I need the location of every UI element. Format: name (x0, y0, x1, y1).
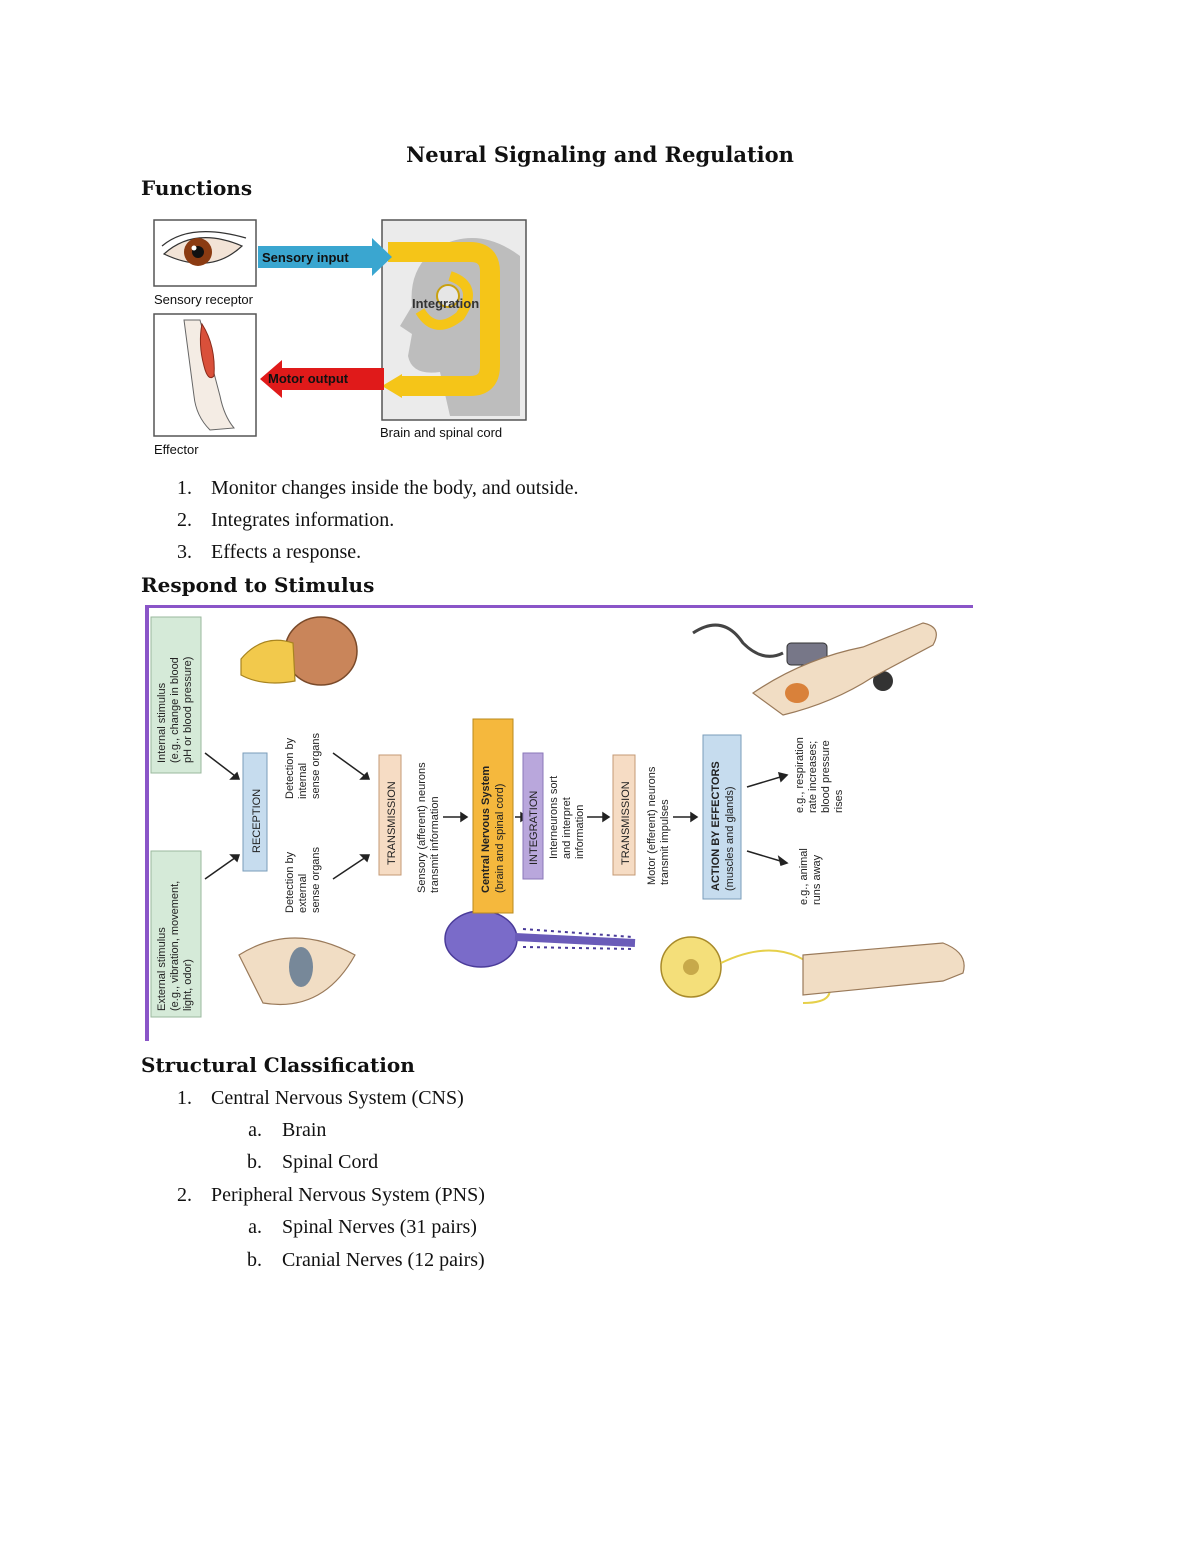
top-frame-line (147, 605, 973, 608)
detection-internal-3: sense organs (310, 732, 322, 799)
motor-output-arrow (260, 360, 384, 398)
example-1-line-4: rises (833, 789, 845, 813)
respond-diagram: Internal stimulus (e.g., change in blood… (143, 603, 975, 1043)
left-frame-line (145, 605, 149, 1041)
structural-subitem-2b: b. Cranial Nerves (12 pairs) (247, 1249, 485, 1271)
external-stimulus-1: External stimulus (156, 927, 168, 1011)
structural-heading: Structural Classification (141, 1053, 415, 1077)
detection-external-3: sense organs (310, 846, 322, 913)
reception-box (242, 752, 268, 872)
functions-diagram: Sensory receptor Effector Integration Se… (153, 219, 527, 457)
transmission-box-2 (612, 754, 636, 876)
cns-label-2: (brain and spinal cord) (494, 784, 506, 893)
transmission-label-1: TRANSMISSION (386, 781, 398, 865)
functions-item-3: 3. Effects a response. (177, 541, 362, 563)
detection-external-2: external (297, 874, 309, 913)
sensory-input-arrow (258, 238, 392, 276)
effector-label: Effector (154, 442, 199, 457)
detection-internal-2: internal (297, 763, 309, 799)
detection-internal-1: Detection by (284, 737, 296, 799)
eye-icon (161, 231, 247, 266)
cns-label-1: Central Nervous System (480, 766, 492, 893)
functions-heading: Functions (141, 176, 253, 200)
structural-subitem-1a: a. Brain (248, 1119, 327, 1141)
interneurons-3: information (574, 805, 586, 859)
leg-illustration (802, 942, 965, 996)
integration-arrow (382, 242, 500, 398)
leg-muscle-icon (183, 319, 235, 431)
external-stimulus-box (150, 850, 202, 1018)
example-2-line-1: e.g., animal (798, 848, 810, 905)
functions-figure: Sensory receptor Effector Integration Se… (150, 216, 544, 462)
internal-stimulus-2: (e.g., change in blood (169, 657, 181, 763)
structural-item-2: 2. Peripheral Nervous System (PNS) (177, 1184, 485, 1206)
transmission-box-1 (378, 754, 402, 876)
structural-item-1: 1. Central Nervous System (CNS) (177, 1087, 464, 1109)
functions-item-1: 1. Monitor changes inside the body, and … (177, 477, 579, 499)
arm-illustration (751, 622, 937, 716)
spinal-cord-illustration (660, 936, 722, 998)
action-label-1: ACTION BY EFFECTORS (710, 761, 722, 891)
interneurons-1: Interneurons sort (548, 776, 560, 859)
neuron-illustration (444, 910, 636, 968)
motor-neurons-1: Motor (efferent) neurons (646, 766, 658, 885)
respond-figure: Internal stimulus (e.g., change in blood… (143, 603, 975, 1043)
brain-spinal-label: Brain and spinal cord (380, 425, 502, 440)
sensory-neurons-1: Sensory (afferent) neurons (416, 762, 428, 893)
heart-illustration (240, 616, 358, 686)
interneurons-2: and interpret (561, 797, 573, 859)
internal-stimulus-1: Internal stimulus (156, 682, 168, 763)
integration-box-label: INTEGRATION (528, 791, 540, 865)
integration-label: Integration (412, 296, 479, 311)
sensory-receptor-label: Sensory receptor (154, 292, 254, 307)
sensory-input-label: Sensory input (262, 250, 349, 265)
sensory-neurons-2: transmit information (429, 796, 441, 893)
action-label-2: (muscles and glands) (724, 786, 736, 891)
motor-neurons-2: transmit impulses (659, 799, 671, 885)
cns-box (472, 718, 514, 914)
structural-subitem-1b: b. Spinal Cord (247, 1151, 379, 1173)
detection-external-1: Detection by (284, 851, 296, 913)
external-stimulus-2: (e.g., vibration, movement, (169, 881, 181, 1011)
transmission-label-2: TRANSMISSION (620, 781, 632, 865)
page-title: Neural Signaling and Regulation (406, 142, 794, 167)
reception-label: RECEPTION (251, 789, 263, 853)
respond-heading: Respond to Stimulus (141, 573, 375, 597)
functions-item-2: 2. Integrates information. (177, 509, 395, 531)
example-1-line-1: e.g., respiration (794, 737, 806, 813)
flow-arrows (204, 752, 789, 880)
eye-illustration (238, 937, 356, 1005)
internal-stimulus-3: pH or blood pressure) (182, 657, 194, 763)
action-effectors-box (702, 734, 742, 900)
example-2-line-2: runs away (811, 854, 823, 905)
motor-output-label: Motor output (268, 371, 349, 386)
structural-subitem-2a: a. Spinal Nerves (31 pairs) (248, 1216, 477, 1238)
internal-stimulus-box (150, 616, 202, 774)
example-1-line-3: blood pressure (820, 740, 832, 813)
external-stimulus-3: light, odor) (182, 959, 194, 1011)
integration-box (522, 752, 544, 880)
example-1-line-2: rate increases; (807, 741, 819, 813)
